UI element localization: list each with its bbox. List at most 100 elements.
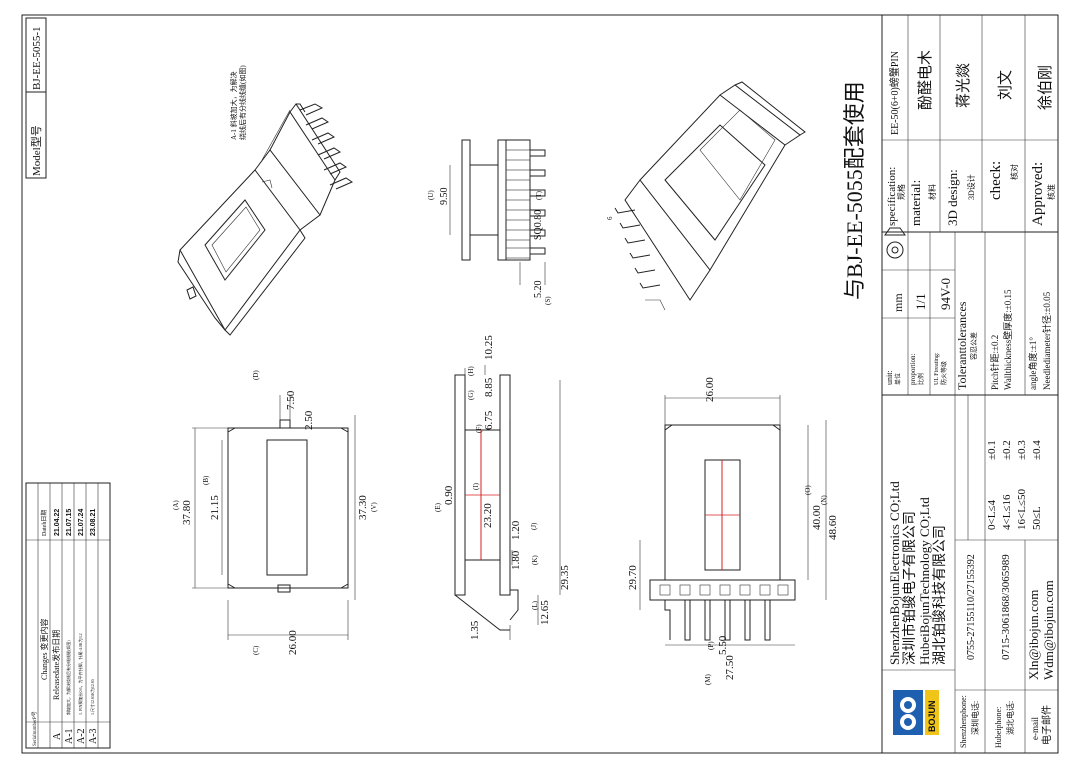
pin-note: 6	[606, 216, 614, 220]
tol-value: ±0.2	[1001, 440, 1013, 460]
email-label: e-mail	[1030, 717, 1040, 740]
email-cn: 电子邮件	[1040, 705, 1053, 745]
change-row-date: 23.08.21	[90, 509, 97, 536]
projection-symbol-icon	[884, 227, 906, 259]
changes-header-change: Changes 变更内容	[39, 618, 49, 680]
proportion-label: proportion:	[909, 353, 917, 385]
change-row-date: 21.04.22	[54, 509, 61, 536]
logo-text: BOJUN	[927, 700, 937, 732]
phone-label: Hubeiphone:	[994, 707, 1003, 748]
company-name: ShenzhenBojunElectronics CO;Ltd	[887, 481, 902, 665]
check-label: check:	[988, 161, 1004, 200]
change-row-date: 21.07.15	[66, 509, 73, 536]
dim-label-c: (C)	[252, 645, 260, 655]
dim-label-p: (P)	[707, 641, 715, 650]
company-logo: BOJUN	[893, 690, 939, 735]
unit-value: mm	[891, 293, 905, 312]
dim-2935: 29.35	[559, 565, 571, 590]
material-cn: 材料	[927, 184, 937, 200]
dim-label-m: (M)	[704, 673, 712, 685]
dim-885: 8.85	[483, 377, 495, 397]
dim-1025: 10.25	[483, 335, 495, 360]
dim-2115: 21.15	[209, 495, 221, 520]
unit-label: unit:	[885, 370, 894, 385]
dim-label-a: (A)	[172, 500, 180, 510]
tol-range: 0<L≤4	[986, 500, 998, 530]
email-value: Xln@ibojun.com	[1026, 590, 1041, 680]
check-value: 刘文	[997, 70, 1014, 100]
dim-sq080: SQ0.80	[533, 210, 544, 240]
front-view	[227, 419, 349, 593]
approved-value: 徐伯刚	[1037, 65, 1054, 110]
tol-note: Pitch针距:±0.2	[989, 335, 1000, 390]
phone-cn: 深圳电话:	[970, 701, 980, 735]
phone-label: Shenzhenphone:	[959, 695, 968, 748]
material-value: 酚醛电木	[917, 50, 934, 110]
dim-750: 7.50	[285, 390, 297, 410]
tol-note: Wallthickness壁厚度:±0.15	[1002, 289, 1013, 390]
proportion-value: 1/1	[913, 293, 928, 310]
tol-range: 50≤L	[1031, 506, 1043, 530]
model-label: Model型号	[29, 125, 43, 176]
spec-cn: 规格	[896, 184, 906, 200]
company-name: 湖北铂骏科技有限公司	[932, 525, 948, 665]
changes-table: SerialnumberP号 Changes 变更内容 Dateh日期 A Re…	[25, 482, 111, 749]
changes-header-date: Dateh日期	[40, 510, 48, 536]
phone-value: 0715-3061868/3065989	[1000, 554, 1012, 660]
design-label: 3D design:	[945, 169, 960, 226]
dim-950: 9.50	[439, 188, 450, 206]
unit-cn: 单位	[894, 373, 902, 385]
dim-2750: 27.50	[724, 655, 736, 680]
dim-520: 5.20	[533, 281, 544, 299]
dim-2600b: 26.00	[704, 377, 716, 402]
tol-value: ±0.1	[986, 440, 998, 460]
dim-2970: 29.70	[627, 565, 639, 590]
ul-label: UL Fireating:	[934, 352, 940, 385]
dim-label-k: (K)	[531, 555, 539, 565]
dim-2600: 26.00	[287, 630, 299, 655]
section-dims	[464, 365, 561, 640]
change-row-serial: A-3	[88, 728, 99, 744]
front-view-dims	[192, 395, 356, 640]
tol-value: ±0.4	[1031, 440, 1043, 460]
company-name: HubeiBojunTechnology CO;Ltd	[917, 497, 932, 665]
dim-label-s: (S)	[544, 296, 552, 305]
dim-label-o: (O)	[804, 485, 812, 495]
dim-135: 1.35	[469, 620, 481, 640]
dim-label-j: (J)	[530, 522, 538, 530]
title-block: specification: 规格 EE-50(6+0)螃蟹PIN materi…	[881, 14, 1059, 754]
email-value: Wdm@ibojun.com	[1041, 580, 1056, 680]
tol-note: Needlediameter针径:±0.05	[1041, 291, 1052, 390]
note-a1-line2: 绕线后有分线线缝(如图)	[238, 65, 247, 140]
tol-cn: 容忍公差	[969, 332, 978, 360]
side-view-pins	[461, 139, 546, 261]
change-row-text: 斜坡加大，为解决绕线后有分线线缝(如图)	[65, 640, 71, 715]
change-row-text: Releasedate发布日期	[51, 630, 61, 700]
change-row-text: 1.尺寸12.65K为12.65	[89, 679, 95, 715]
change-row-serial: A-1	[64, 728, 75, 744]
design-value: 蒋光燚	[955, 63, 972, 108]
spec-value: EE-50(6+0)螃蟹PIN	[888, 51, 901, 135]
isometric-view-right	[614, 81, 806, 311]
tol-title: Toleranttolerances	[955, 301, 969, 390]
dim-550: 5.50	[717, 635, 729, 655]
dim-label-t: (T)	[535, 190, 543, 200]
note-a1-line1: A-1 斜坡加大，为解决	[229, 71, 238, 140]
phone-cn: 湖北电话:	[1005, 701, 1015, 735]
dim-090: 0.90	[443, 485, 455, 505]
dim-label-b: (B)	[202, 475, 210, 485]
tol-range: 4<L≤16	[1001, 494, 1013, 530]
model-box: Model型号 BJ-EE-5055-1	[25, 17, 47, 179]
material-label: material:	[908, 180, 923, 226]
company-name: 深圳市铂骏电子有限公司	[901, 511, 918, 665]
proportion-cn: 比例	[917, 373, 925, 385]
usage-title: 与BJ-EE-5055配套使用	[842, 81, 867, 300]
change-row-serial: A	[52, 732, 63, 740]
bottom-view-dims	[639, 395, 827, 646]
dim-180: 1.80	[510, 550, 522, 570]
dim-3730: 37.30	[357, 495, 369, 520]
check-cn: 核对	[1009, 164, 1019, 180]
model-value: BJ-EE-5055-1	[31, 26, 43, 90]
change-row-serial: A-2	[76, 728, 87, 744]
dim-label-h: (H)	[467, 366, 475, 376]
